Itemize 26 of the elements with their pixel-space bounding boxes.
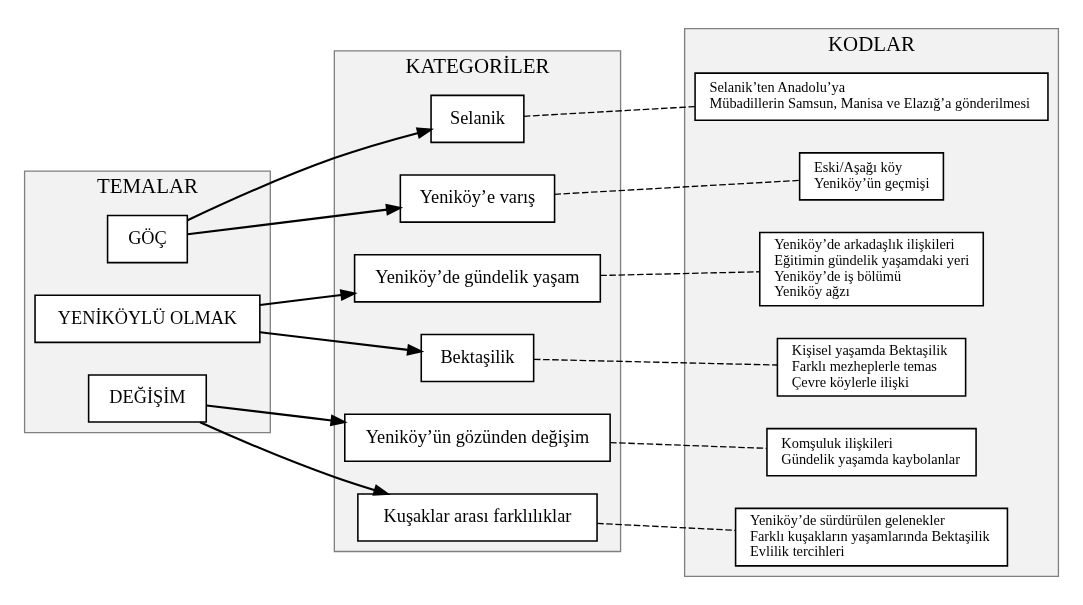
- connector: [533, 358, 778, 366]
- arrow: [187, 127, 434, 222]
- node-box: Komşuluk ilişkileri Gündelik yaşamda kaybolanlar: [766, 427, 977, 477]
- node-box: Yeniköy’de gündelik yaşam: [353, 254, 602, 303]
- connector: [554, 179, 800, 195]
- arrow: [259, 289, 358, 307]
- connector: [599, 271, 761, 277]
- node-box: Bektaşilik: [420, 333, 535, 383]
- node-box: Yeniköy’e varış: [399, 174, 556, 223]
- node-box: Yeniköy’ün gözünden değişim: [344, 413, 611, 463]
- node-box: Kuşaklar arası farklılıklar: [357, 493, 598, 542]
- node-box: YENİKÖYLÜ OLMAK: [34, 294, 261, 344]
- node-box: Kişisel yaşamda Bektaşilik Farklı mezheplerle temas Çevre köylerle ilişki: [776, 337, 967, 397]
- arrow: [206, 404, 348, 427]
- arrow: [187, 203, 404, 236]
- connector: [523, 105, 696, 117]
- arrow: [199, 421, 391, 496]
- node-box: DEĞİŞİM: [87, 374, 208, 423]
- node-box: Yeniköy’de sürdürülen gelenekler Farklı kuşakların yaşamlarında Bektaşilik Evlilik tercihleri: [734, 507, 1009, 567]
- node-box: Yeniköy’de arkadaşlık ilişkileri Eğitimin gündelik yaşamdaki yeri Yeniköy’de iş bölümü Yeniköy ağzı: [759, 231, 985, 307]
- node-box: Selanik: [430, 94, 525, 144]
- node-box: Eski/Aşağı köy Yeniköy’ün geçmişi: [798, 152, 945, 201]
- connector: [596, 522, 736, 531]
- arrow: [259, 331, 425, 356]
- node-box: GÖÇ: [106, 214, 189, 264]
- node-box: Selanik’ten Anadolu’ya Mübadillerin Samsun, Manisa ve Elazığ’a gönderilmesi: [694, 72, 1049, 121]
